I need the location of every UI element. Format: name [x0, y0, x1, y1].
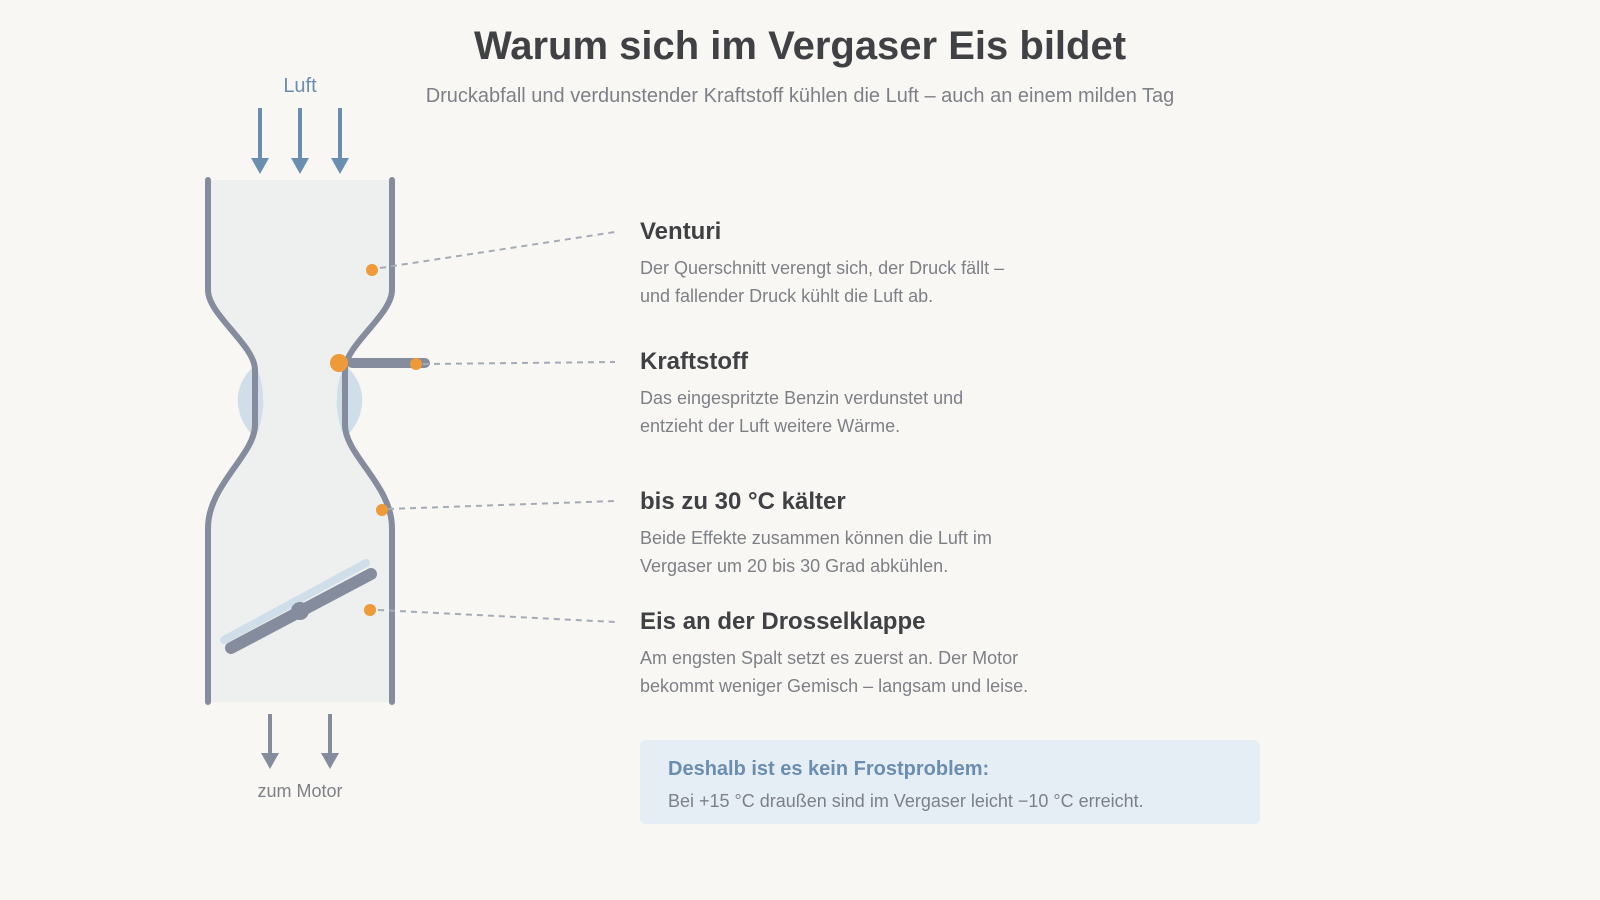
marker-cooling	[376, 504, 388, 516]
callout-text-line: Der Querschnitt verengt sich, der Druck …	[640, 258, 1005, 278]
marker-venturi	[366, 264, 378, 276]
callout-text-line: Beide Effekte zusammen können die Luft i…	[640, 528, 992, 548]
callout-text: Das eingespritzte Benzin verdunstet und …	[640, 384, 1100, 440]
leader-venturi	[379, 231, 616, 269]
carburetor-wall-right	[342, 177, 395, 705]
inlet-arrows	[251, 108, 349, 174]
callout-text-line: bekommt weniger Gemisch – langsam und le…	[640, 676, 1029, 696]
callout-text-line: entzieht der Luft weitere Wärme.	[640, 416, 901, 436]
throttle-shaft	[291, 602, 309, 620]
callout-cooling: bis zu 30 °C kälter Beide Effekte zusamm…	[640, 488, 1100, 580]
callout-text: Am engsten Spalt setzt es zuerst an. Der…	[640, 644, 1100, 700]
carburetor-interior	[208, 180, 392, 702]
callout-text: Beide Effekte zusammen können die Luft i…	[640, 524, 1100, 580]
leader-lines	[377, 231, 616, 623]
callout-fuel: Kraftstoff Das eingespritzte Benzin verd…	[640, 348, 1100, 440]
callout-throttle: Eis an der Drosselklappe Am engsten Spal…	[640, 608, 1100, 700]
callout-text-line: Vergaser um 20 bis 30 Grad abkühlen.	[640, 556, 949, 576]
inlet-arrow	[291, 108, 309, 174]
inlet-arrow	[331, 108, 349, 174]
callout-title: Kraftstoff	[640, 348, 748, 375]
outlet-arrow	[321, 714, 339, 769]
outlet-label: zum Motor	[257, 781, 342, 801]
callout-text-line: Am engsten Spalt setzt es zuerst an. Der…	[640, 648, 1019, 668]
callout-text: Der Querschnitt verengt sich, der Druck …	[640, 254, 1100, 310]
summary-note-text: Bei +15 °C draußen sind im Vergaser leic…	[668, 791, 1144, 811]
page-subtitle: Druckabfall und verdunstender Kraftstoff…	[425, 85, 1175, 107]
carburetor-wall-left	[205, 177, 258, 705]
callout-title: Eis an der Drosselklappe	[640, 608, 926, 635]
leader-cooling	[387, 500, 616, 510]
outlet-arrows	[261, 714, 339, 769]
marker-throttle	[364, 604, 376, 616]
throttle-ice-layer	[220, 559, 370, 644]
callout-text-line: Das eingespritzte Benzin verdunstet und	[640, 388, 964, 408]
leader-fuel	[422, 361, 616, 365]
fuel-droplet	[330, 354, 348, 372]
marker-fuel	[410, 358, 422, 370]
leader-throttle	[377, 609, 616, 623]
inlet-arrow	[251, 108, 269, 174]
callout-title: bis zu 30 °C kälter	[640, 488, 846, 515]
page-title: Warum sich im Vergaser Eis bildet	[473, 24, 1127, 68]
callout-title: Venturi	[640, 218, 722, 245]
summary-note: Deshalb ist es kein Frostproblem: Bei +1…	[640, 740, 1260, 824]
outlet-arrow	[261, 714, 279, 769]
inlet-label: Luft	[283, 75, 317, 97]
callout-text-line: und fallender Druck kühlt die Luft ab.	[640, 286, 934, 306]
callout-venturi: Venturi Der Querschnitt verengt sich, de…	[640, 218, 1100, 310]
summary-note-title: Deshalb ist es kein Frostproblem:	[668, 758, 990, 780]
